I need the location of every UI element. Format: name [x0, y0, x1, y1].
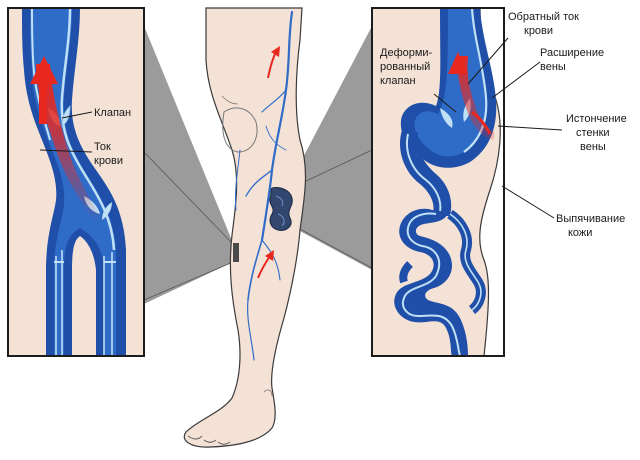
- leg-illustration: [183, 7, 307, 448]
- label-deformed-line3: клапан: [380, 75, 416, 87]
- label-flow-line2: крови: [94, 155, 123, 167]
- label-deformed-line1: Деформи-: [380, 47, 433, 59]
- label-bulge-line2: кожи: [568, 227, 592, 239]
- right-panel-varicose-vein: Обратный ток крови Расширение вены Дефор…: [371, 7, 627, 357]
- label-dilation-line1: Расширение: [540, 47, 604, 59]
- left-panel-normal-vein: Клапан Ток крови: [7, 7, 145, 357]
- label-flow-line1: Ток: [94, 141, 111, 153]
- label-thinning-line2: стенки: [576, 127, 610, 139]
- backflow-arrow-icon: [448, 52, 468, 74]
- varicose-cluster: [269, 187, 293, 231]
- label-deformed-line2: рованный: [380, 61, 430, 73]
- connector-left: [143, 26, 234, 304]
- flow-arrow-icon: [30, 56, 58, 84]
- label-thinning-line3: вены: [580, 141, 606, 153]
- label-thinning-line1: Истончение: [566, 113, 627, 125]
- label-backflow-line1: Обратный ток: [508, 11, 579, 23]
- zoom-marker-left: [233, 243, 239, 262]
- label-dilation-line2: вены: [540, 61, 566, 73]
- label-backflow-line2: крови: [524, 25, 553, 37]
- label-bulge-line1: Выпячивание: [556, 213, 625, 225]
- label-valve: Клапан: [94, 107, 131, 119]
